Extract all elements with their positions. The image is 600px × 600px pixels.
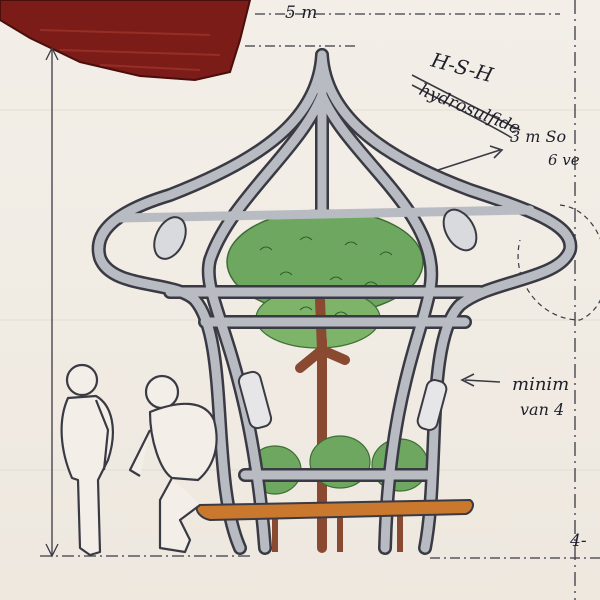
red-object-highlight	[39, 29, 221, 71]
pointer-arrows	[411, 74, 521, 387]
bottom-right-label: 4-	[569, 531, 587, 551]
lamp-left	[153, 216, 273, 430]
foliage-texture	[259, 236, 393, 316]
note-right-1: minim	[512, 374, 569, 395]
dimension-lines	[40, 0, 600, 600]
person-standing	[60, 363, 114, 557]
note-right-2: van 4	[520, 400, 564, 419]
person-seated	[128, 374, 218, 554]
label-code: H-S-H	[428, 47, 496, 87]
lamp-right	[416, 208, 478, 431]
bench	[195, 498, 474, 522]
top-dimension-label: 5 m	[285, 3, 317, 23]
label-name: hydrosulfide	[416, 80, 523, 139]
note-sub: 6 ve	[548, 151, 580, 169]
dashed-circle	[517, 204, 600, 321]
note-height: 3 m So	[510, 127, 566, 146]
red-object	[0, 0, 252, 82]
